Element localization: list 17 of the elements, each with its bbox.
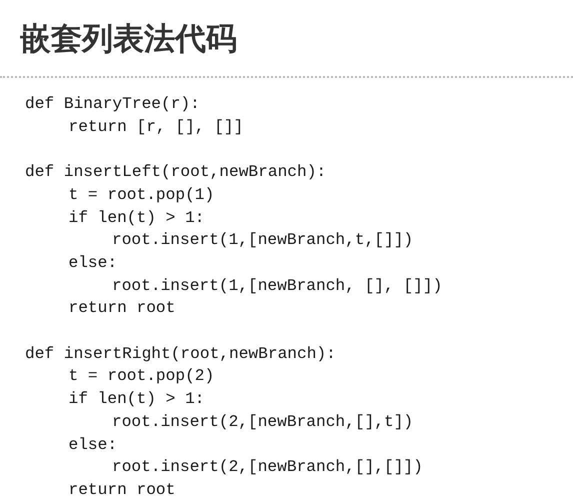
code-line: root.insert(2,[newBranch,[],t]) [112,412,414,432]
code-line: root.insert(1,[newBranch, [], []]) [112,276,442,296]
code-line: t = root.pop(2) [68,366,214,386]
code-line: def insertRight(root,newBranch): [25,344,336,364]
code-line: if len(t) > 1: [68,389,204,410]
code-line: t = root.pop(1) [68,184,214,205]
code-line: else: [68,434,118,454]
code-line: if len(t) > 1: [68,208,204,228]
code-line: return root [68,298,176,318]
code-line: def insertLeft(root,newBranch): [25,162,326,182]
code-line: else: [68,252,118,273]
code-line: root.insert(2,[newBranch,[],[]]) [112,457,423,478]
slide-title: 嵌套列表法代码 [20,20,237,59]
code-line: return root [68,480,176,500]
code-line: root.insert(1,[newBranch,t,[]]) [112,230,414,250]
code-line: def BinaryTree(r): [25,94,200,114]
code-line: return [r, [], []] [68,116,244,137]
